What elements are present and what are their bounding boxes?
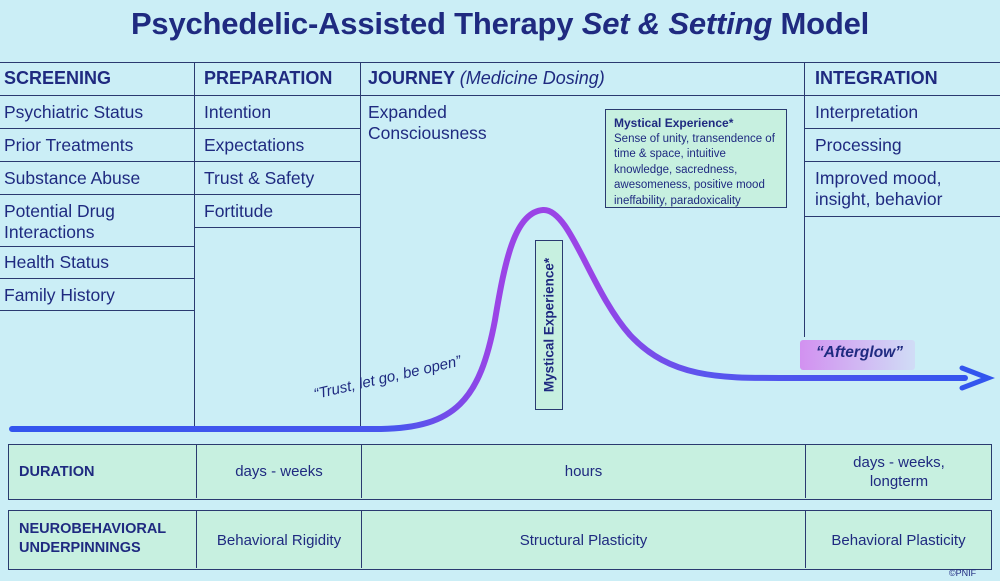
integration-item: Processing [815,135,902,155]
duration-integration: days - weeks, longterm [853,454,945,490]
header-top-line [0,62,1000,63]
screening-item: Substance Abuse [4,168,141,188]
band-divider [361,445,362,498]
neuro-label: NEUROBEHAVIORAL UNDERPINNINGS [19,521,166,556]
preparation-item: Fortitude [204,201,274,221]
screening-item: Health Status [4,252,110,272]
journey-item: Expanded Consciousness [368,102,487,143]
screening-item: Psychiatric Status [4,102,144,122]
curve-line [9,207,968,432]
row-line [804,216,1000,217]
band-divider [196,511,197,568]
neuro-journey: Structural Plasticity [519,532,648,549]
screening-item: Potential Drug Interactions [4,201,115,242]
row-line [194,227,360,228]
row-line [0,278,194,279]
preparation-item: Trust & Safety [204,168,315,188]
integration-item: Interpretation [815,102,919,122]
preparation-heading: PREPARATION [204,68,333,88]
band-divider [196,445,197,498]
row-line [0,194,194,195]
duration-prep: days - weeks [235,463,323,480]
row-line [0,128,194,129]
page-title: Psychedelic-Assisted Therapy Set & Setti… [130,6,870,41]
row-line [194,161,360,162]
screening-item: Family History [4,285,115,305]
preparation-item: Intention [204,102,272,122]
copyright: ©PNIF [949,568,977,578]
row-line [804,128,1000,129]
peak-label-box: Mystical Experience* [535,240,563,410]
row-line [804,161,1000,162]
neuro-prep: Behavioral Rigidity [216,532,342,549]
screening-item: Prior Treatments [4,135,134,155]
mystical-box-title: Mystical Experience* [614,116,734,130]
row-line [194,128,360,129]
afterglow-label: “Afterglow” [816,344,903,361]
peak-label: Mystical Experience* [541,257,557,393]
duration-band: DURATION days - weeks hours days - weeks… [8,444,992,500]
header-bottom-line [0,95,1000,96]
preparation-item: Expectations [204,135,305,155]
row-line [0,310,194,311]
afterglow-highlight [800,340,915,370]
divider-prep-journey [360,62,361,427]
band-divider [361,511,362,568]
band-divider [805,445,806,498]
arrow-head [959,365,995,391]
integration-heading: INTEGRATION [815,68,938,88]
divider-journey-integration [804,62,805,337]
integration-item: Improved mood, insight, behavior [815,168,943,209]
neuro-integration: Behavioral Plasticity [831,532,966,549]
row-line [0,246,194,247]
mystical-experience-box: Mystical Experience* Sense of unity, tra… [605,109,787,208]
duration-journey: hours [564,463,603,480]
duration-label: DURATION [19,464,95,480]
row-line [0,161,194,162]
journey-heading: JOURNEY (Medicine Dosing) [368,68,605,88]
row-line [194,194,360,195]
neuro-band: NEUROBEHAVIORAL UNDERPINNINGS Behavioral… [8,510,992,570]
divider-screening-prep [194,62,195,427]
screening-heading: SCREENING [4,68,112,88]
band-divider [805,511,806,568]
mystical-box-text: Sense of unity, transendence of time & s… [614,132,775,207]
